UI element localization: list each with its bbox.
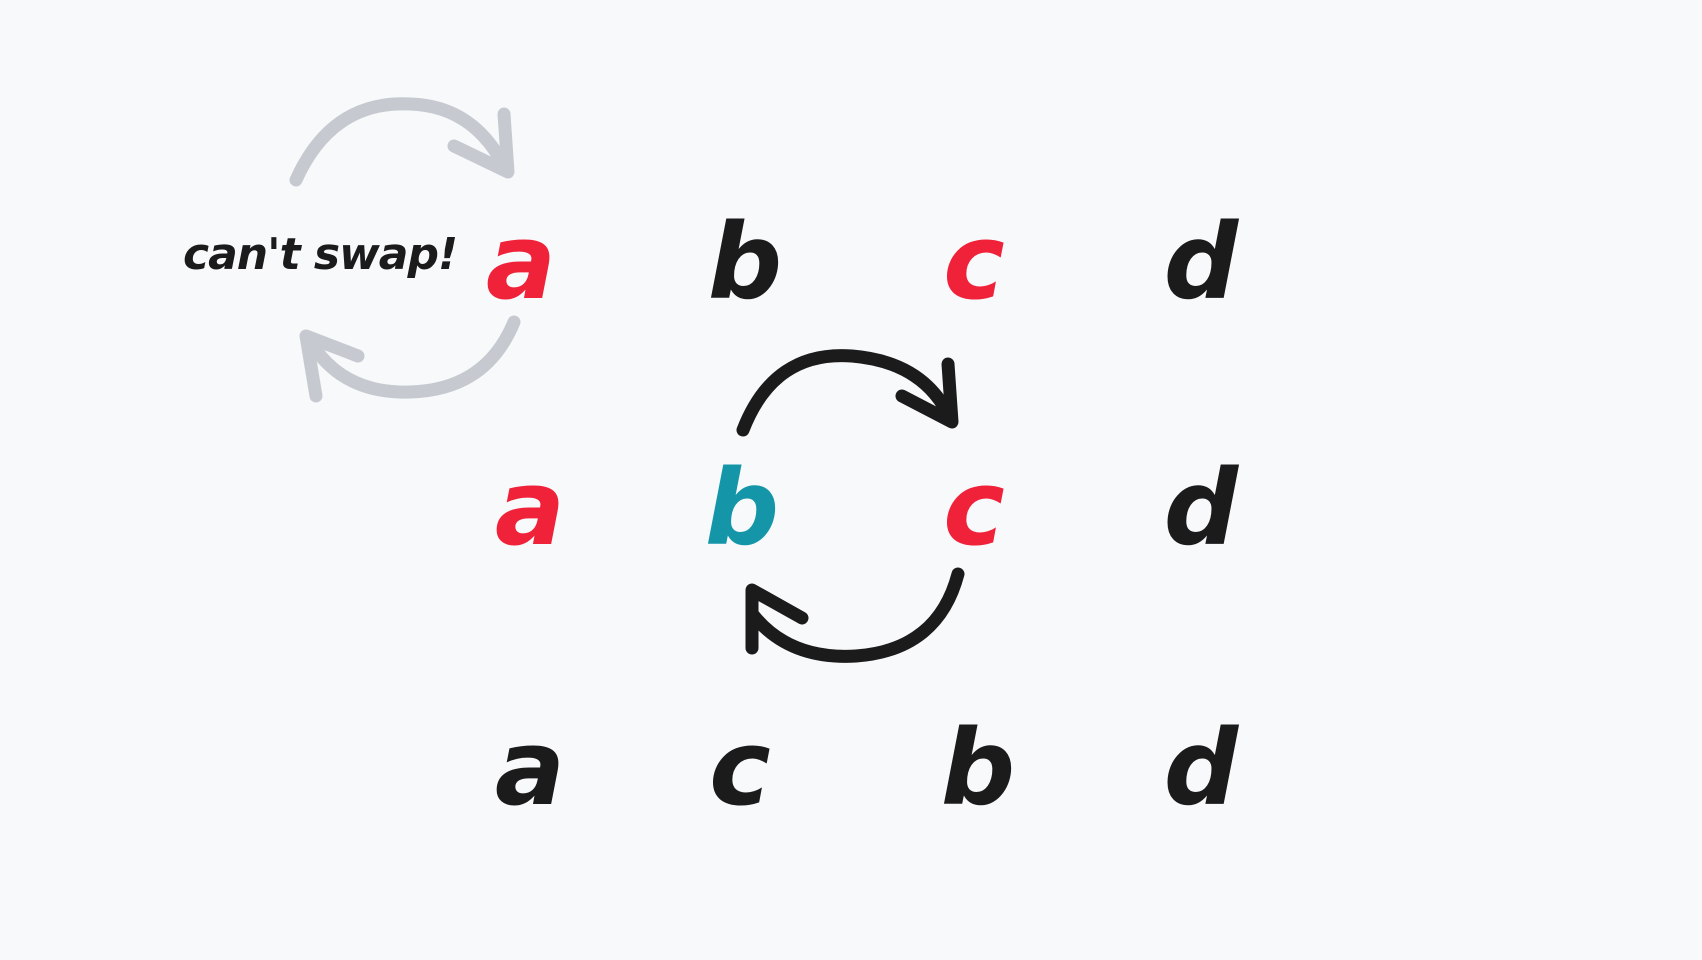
cant-swap-note: can't swap! [183,229,458,280]
faded-arrow-top-head [447,107,515,179]
faded-arrow-top-curve [289,97,513,187]
row-1-letter-2: b [707,201,783,323]
row-3-letter-3: b [940,707,1016,829]
row-3-letter-1: a [494,707,566,829]
swap-arrow-top-head [895,357,959,429]
row-1-letter-3: c [943,201,1005,323]
row-1-letter-1: a [485,201,557,323]
swap-arrow-bottom-curve [747,567,965,663]
row-2-letter-4: d [1163,447,1239,569]
swap-arrow-top-curve [736,349,957,437]
row-2-letter-3: c [943,447,1005,569]
invalid-swap-arrows [289,97,521,403]
valid-swap-arrows [736,349,965,663]
row-2-letter-1: a [494,447,566,569]
row-3-letter-4: d [1163,707,1239,829]
faded-arrow-bottom-head [299,329,365,403]
row-1-letter-4: d [1163,201,1239,323]
row-2-letter-2: b [704,447,780,569]
row-3-letter-2: c [709,707,771,829]
swap-arrow-bottom-head [745,583,809,655]
faded-arrow-bottom-curve [309,315,521,399]
